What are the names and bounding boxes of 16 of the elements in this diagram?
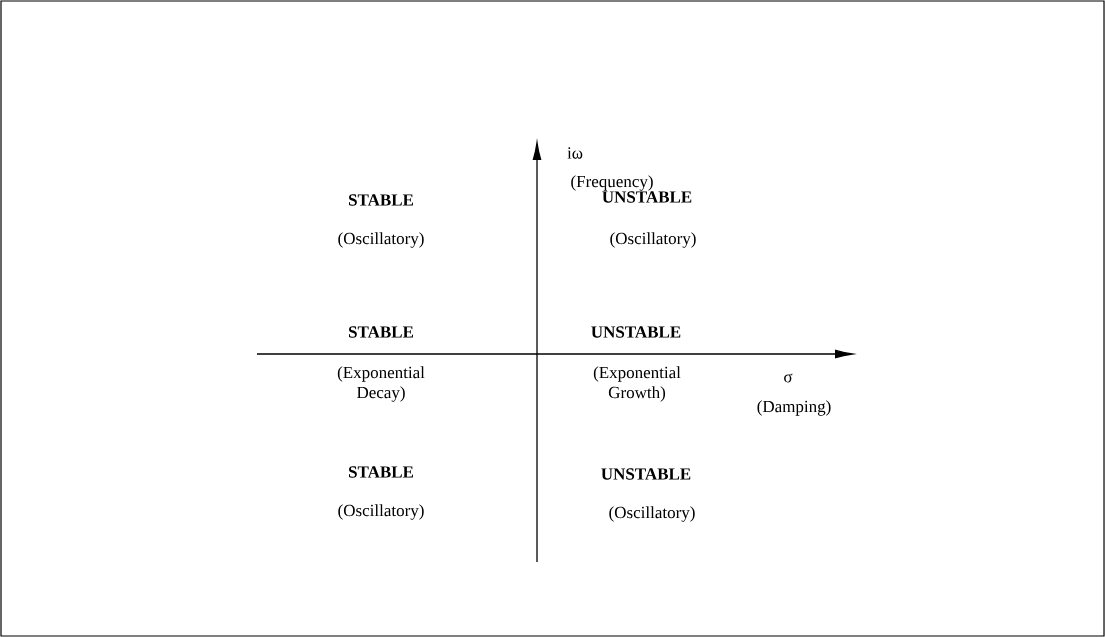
region-note: (Exponential Decay) <box>337 366 425 402</box>
region-label: UNSTABLE <box>591 326 681 338</box>
region-label: STABLE <box>349 466 414 478</box>
region-label: UNSTABLE <box>602 191 692 203</box>
region-note: (Oscillatory) <box>610 232 696 248</box>
axis-label: (Frequency) <box>571 175 653 191</box>
region-label: STABLE <box>349 326 414 338</box>
axis-label: σ <box>784 373 793 383</box>
axis-label: iω <box>567 147 583 159</box>
axis-label: (Damping) <box>757 400 831 416</box>
region-note: (Oscillatory) <box>609 506 695 522</box>
region-label: STABLE <box>349 194 414 206</box>
region-note: (Exponential Growth) <box>593 366 681 402</box>
region-label: UNSTABLE <box>601 468 691 480</box>
region-note: (Oscillatory) <box>338 232 424 248</box>
region-note: (Oscillatory) <box>338 504 424 520</box>
